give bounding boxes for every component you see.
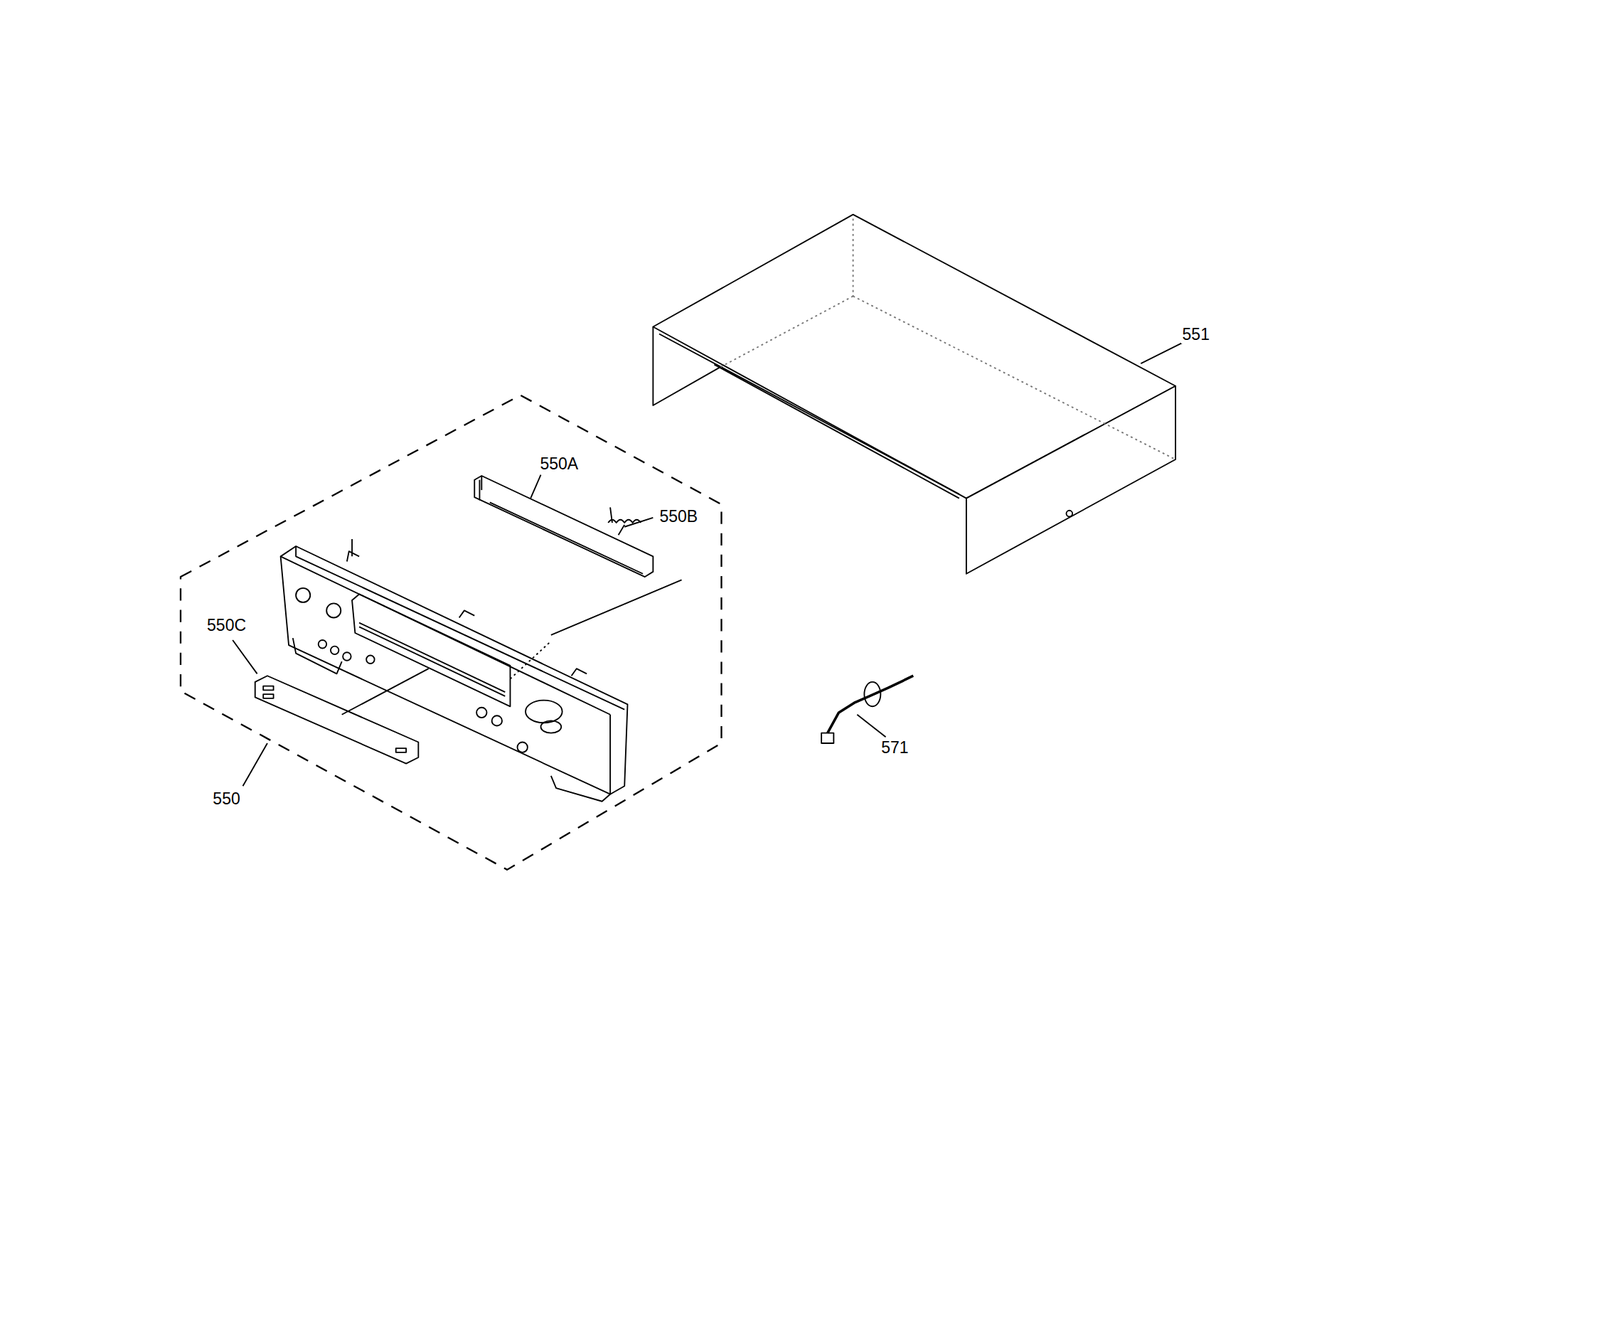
callout-number: 550B [657, 507, 700, 526]
top-cover [652, 214, 1186, 574]
front-panel [280, 539, 628, 802]
callout-number: 550 [211, 790, 242, 808]
door-spring [608, 507, 653, 535]
callout-number: 551 [1181, 325, 1212, 344]
assembly-boundary [180, 395, 722, 870]
power-cable [821, 675, 914, 744]
callout-number: 550A [538, 455, 580, 473]
cassette-door [474, 475, 682, 680]
callout-number: 571 [879, 738, 910, 757]
callout-number: 550C [205, 616, 248, 635]
panel-strip [232, 640, 429, 786]
